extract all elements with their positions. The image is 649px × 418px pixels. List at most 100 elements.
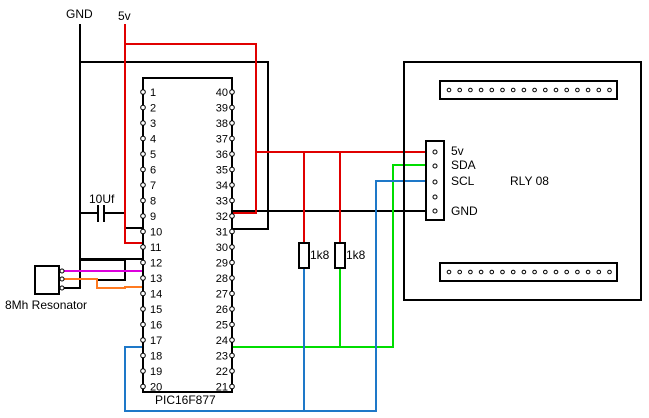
pin-label-6: 6 — [150, 165, 156, 177]
term-top-dots-dot — [468, 87, 473, 93]
pin-dot-right-33 — [229, 197, 235, 204]
pin-dot-right-34 — [229, 182, 235, 188]
gnd-top-loop — [80, 61, 269, 230]
scl-wires — [124, 180, 432, 412]
term-bot-dots-dot — [510, 269, 516, 275]
rly-sda-label: SDA — [451, 158, 476, 172]
rly-board-label: RLY 08 — [510, 174, 549, 188]
term-top-dots-dot — [446, 87, 452, 93]
pin-dot-left-14 — [140, 290, 146, 297]
pin-label-13: 13 — [150, 273, 162, 285]
chip-label: PIC16F877 — [155, 393, 216, 407]
term-bot-dots-dot — [468, 269, 473, 275]
pin-label-36: 36 — [216, 149, 228, 161]
pin-label-5: 5 — [150, 149, 156, 161]
pin-label-23: 23 — [216, 351, 228, 363]
term-bot-dots-dot — [478, 269, 484, 275]
rly-connector-pins — [432, 149, 438, 214]
rly-bottom-terminal-pins — [446, 269, 612, 275]
pic-chip-body — [142, 77, 233, 393]
rly-bottom-terminal — [439, 262, 618, 282]
pin-dot-left-12 — [140, 259, 146, 266]
pin-label-37: 37 — [216, 134, 228, 146]
pin-label-2: 2 — [150, 103, 156, 115]
term-top-dots-dot — [596, 87, 602, 93]
pin-dot-left-19 — [140, 368, 146, 374]
pin-label-21: 21 — [216, 382, 228, 394]
pin-label-31: 31 — [216, 227, 228, 239]
resonator-label: 8Mh Resonator — [5, 298, 87, 312]
pin-label-17: 17 — [150, 335, 162, 347]
rly-gnd-label: GND — [451, 204, 478, 218]
pin-layer: 1234567891011121314151617181920403938373… — [140, 87, 235, 394]
pin-dot-left-9 — [140, 213, 146, 219]
pin-dot-right-36 — [229, 151, 235, 157]
power-5v-wires — [124, 24, 432, 244]
term-top-dots-dot — [510, 87, 516, 93]
pin-dot-right-26 — [229, 306, 235, 312]
pin-label-24: 24 — [216, 335, 228, 347]
pin-dot-left-11 — [140, 244, 146, 250]
pin-dot-left-20 — [140, 383, 146, 390]
pin-dot-left-3 — [140, 120, 146, 126]
resistor-r2-label: 1k8 — [346, 248, 366, 262]
sda-line — [232, 164, 432, 348]
term-bot-dots-dot — [446, 269, 452, 275]
capacitor-label: 10Uf — [89, 192, 115, 206]
term-top-dots-dot — [564, 87, 570, 93]
v5-label: 5v — [118, 9, 131, 23]
pin-dot-left-4 — [140, 135, 146, 142]
pin-dot-right-31 — [229, 228, 235, 235]
pin-dot-left-10 — [140, 228, 146, 235]
pin-label-10: 10 — [150, 227, 162, 239]
term-top-dots-dot — [553, 87, 559, 93]
pin-dot-right-24 — [229, 337, 235, 343]
pin-label-32: 32 — [216, 211, 228, 223]
pin-label-11: 11 — [150, 242, 161, 254]
pin-dot-right-22 — [229, 368, 235, 374]
pin-dot-right-27 — [229, 290, 235, 297]
pin-dot-right-35 — [229, 166, 235, 173]
gnd-pin12 — [97, 258, 143, 281]
term-top-dots-dot — [489, 87, 495, 93]
gnd-label: GND — [66, 7, 93, 21]
pin-label-35: 35 — [216, 165, 228, 177]
term-bot-dots-dot — [532, 269, 537, 275]
pin-dot-right-21 — [229, 383, 235, 390]
v5-top-loop — [125, 43, 257, 214]
term-bot-dots-dot — [585, 269, 591, 275]
pin-label-1: 1 — [150, 87, 156, 99]
term-top-dots-dot — [543, 87, 548, 93]
term-bot-dots-dot — [607, 269, 612, 275]
pin-label-4: 4 — [150, 134, 156, 146]
sda-wires — [232, 164, 432, 348]
term-bot-dots-dot — [564, 269, 570, 275]
pin-dot-right-29 — [229, 259, 235, 266]
pin-dot-left-15 — [140, 306, 146, 312]
pin-dot-left-5 — [140, 151, 146, 157]
resistor-r1 — [298, 242, 310, 269]
pin-label-14: 14 — [150, 289, 162, 301]
pin-label-20: 20 — [150, 382, 162, 394]
term-bot-dots-dot — [553, 269, 559, 275]
pin-label-28: 28 — [216, 273, 228, 285]
pin-label-33: 33 — [216, 196, 228, 208]
term-top-dots-dot — [575, 87, 580, 93]
pin-dot-right-30 — [229, 244, 235, 250]
pin-label-22: 22 — [216, 366, 228, 378]
pin-label-9: 9 — [150, 211, 156, 223]
term-top-dots-dot — [478, 87, 484, 93]
rly-scl-label: SCL — [451, 174, 475, 188]
pin-dot-right-39 — [229, 104, 235, 111]
pin-dot-left-13 — [140, 275, 146, 281]
term-top-dots-dot — [607, 87, 612, 93]
term-top-dots-dot — [457, 87, 463, 93]
term-top-dots-dot — [532, 87, 537, 93]
pin-dot-right-28 — [229, 275, 235, 281]
pin-dot-left-17 — [140, 337, 146, 343]
rly-5v-label: 5v — [451, 144, 464, 158]
pin-dot-left-7 — [140, 182, 146, 188]
pin-dot-right-25 — [229, 321, 235, 328]
pin-dot-right-23 — [229, 352, 235, 359]
